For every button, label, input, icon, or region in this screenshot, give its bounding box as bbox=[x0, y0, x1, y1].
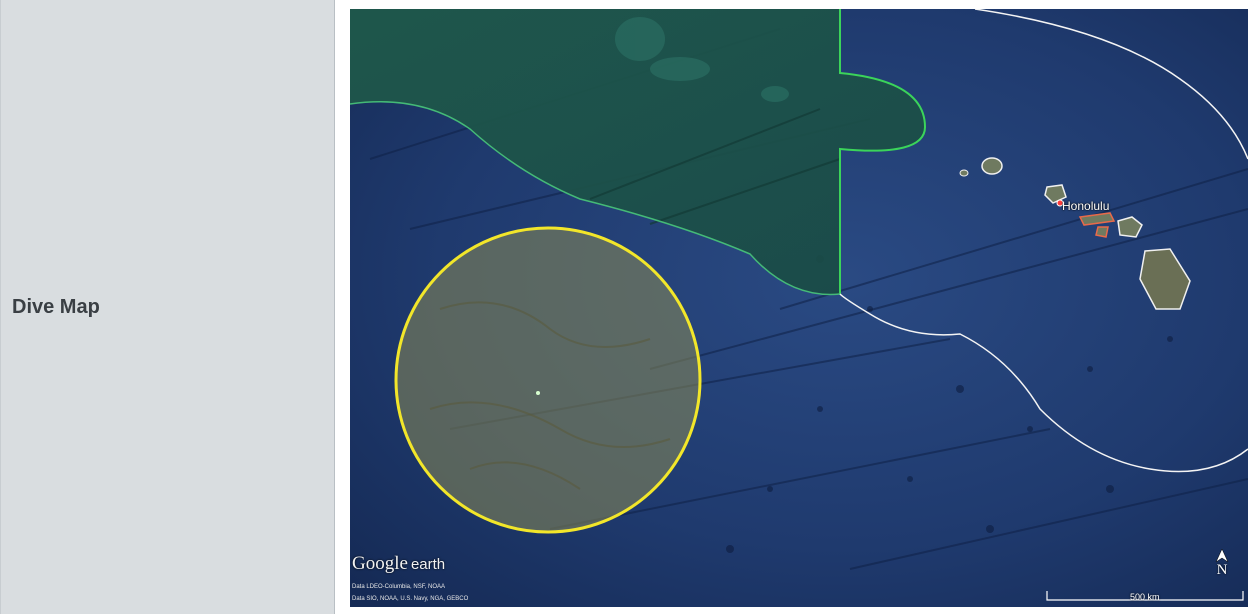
island-molokai bbox=[1078, 212, 1116, 226]
section-label: Dive Map bbox=[12, 296, 100, 318]
green-zone-terrain bbox=[615, 17, 789, 102]
dive-area-terrain bbox=[429, 301, 671, 490]
green-zone-ridges bbox=[589, 108, 841, 225]
island-lanai bbox=[1095, 226, 1109, 238]
green-zone-outline bbox=[839, 9, 927, 294]
label-cell: Dive Map bbox=[0, 0, 335, 614]
hawaiian-islands bbox=[959, 157, 1191, 310]
north-label: N bbox=[1216, 562, 1228, 578]
green-protected-zone bbox=[350, 9, 925, 295]
green-zone-outline-south bbox=[350, 101, 841, 296]
dive-site-marker bbox=[536, 391, 540, 395]
map-canvas bbox=[350, 9, 1248, 607]
island-kauai bbox=[981, 157, 1003, 175]
north-arrow-icon bbox=[1215, 549, 1229, 563]
brand-earth: earth bbox=[410, 556, 446, 573]
island-niihau bbox=[959, 169, 969, 177]
scale-label: 500 km bbox=[1130, 592, 1160, 602]
island-maui bbox=[1117, 216, 1143, 238]
data-credit-2: Data SIO, NOAA, U.S. Navy, NGA, GEBCO bbox=[352, 596, 469, 602]
scale-bar-icon bbox=[1046, 591, 1244, 601]
city-label-honolulu: Honolulu bbox=[1062, 199, 1110, 213]
north-compass: N bbox=[1210, 549, 1234, 578]
island-hawaii bbox=[1139, 248, 1191, 310]
city-marker-icon bbox=[1056, 199, 1064, 207]
eez-boundary bbox=[839, 9, 1248, 473]
data-credit-1: Data LDEO-Columbia, NSF, NOAA bbox=[352, 584, 446, 590]
brand-google: Google bbox=[352, 553, 408, 574]
dive-area-circle bbox=[394, 226, 702, 534]
